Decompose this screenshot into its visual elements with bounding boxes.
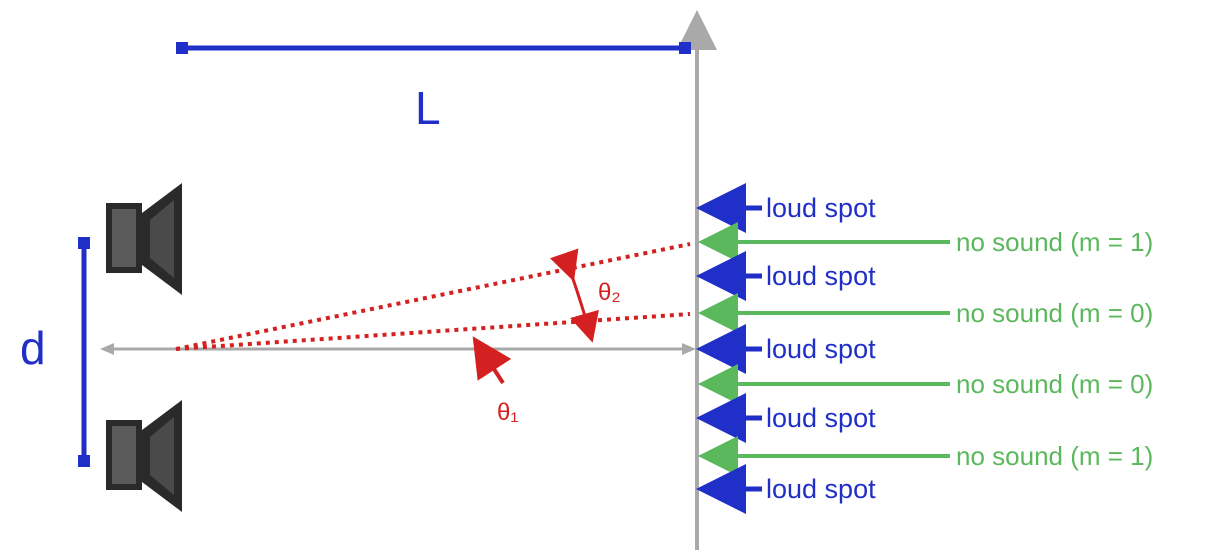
no-sound-label: no sound (m = 1) (956, 441, 1153, 471)
theta2-arc (549, 248, 599, 343)
theta1-pointer (472, 336, 512, 385)
no-sound-label: no sound (m = 1) (956, 227, 1153, 257)
no-sound-label: no sound (m = 0) (956, 369, 1153, 399)
distance-label: L (415, 82, 441, 134)
screen-labels: loud spot no sound (m = 1) loud spot no sou… (696, 183, 1153, 514)
distance-bar (176, 42, 691, 54)
theta2-label: θ₂ (598, 279, 621, 306)
loud-spot-label: loud spot (766, 334, 876, 364)
ray-theta1 (175, 312, 691, 351)
loud-spot-label: loud spot (766, 474, 876, 504)
theta1-label: θ₁ (497, 399, 518, 426)
speaker-icon (106, 183, 182, 295)
loud-spot-label: loud spot (766, 193, 876, 223)
separation-bar (78, 237, 90, 467)
ray-theta2 (175, 242, 691, 351)
loud-spot-label: loud spot (766, 403, 876, 433)
center-axis-left-arrow (100, 343, 114, 355)
no-sound-label: no sound (m = 0) (956, 298, 1153, 328)
separation-label: d (20, 322, 46, 374)
loud-spot-label: loud spot (766, 261, 876, 291)
speaker-icon (106, 400, 182, 512)
center-axis-right-arrow (682, 343, 696, 355)
